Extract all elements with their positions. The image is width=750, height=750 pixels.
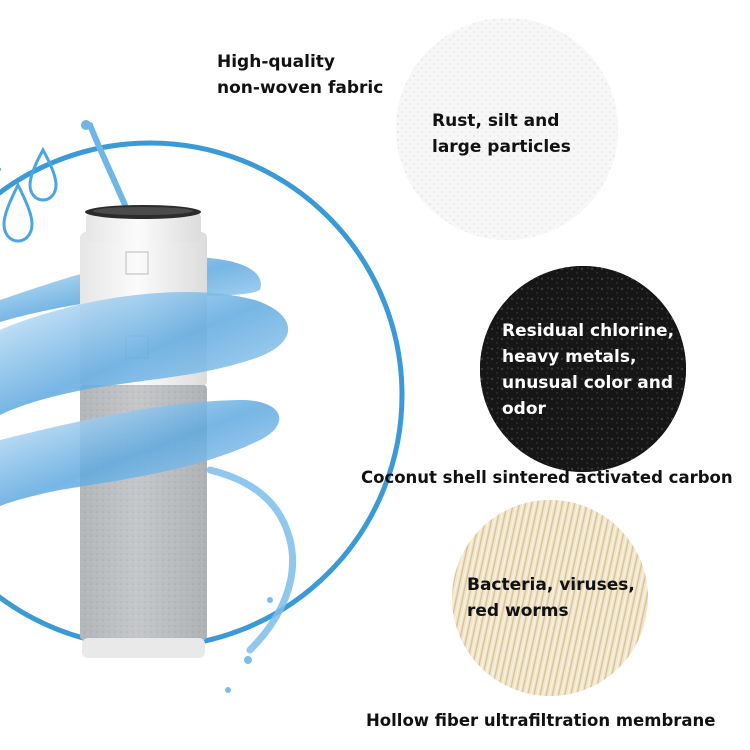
- water-drop-icon: [0, 146, 58, 243]
- carbon-texture-disc: [480, 266, 686, 472]
- layer-title-activated-carbon: Coconut shell sintered activated carbon: [361, 468, 733, 487]
- layer-filters-non-woven-fabric: Rust, silt and large particles: [432, 111, 571, 157]
- layer-title-non-woven-fabric: High-quality non-woven fabric: [217, 52, 384, 98]
- fabric-texture-disc: [396, 18, 618, 240]
- layer-filters-activated-carbon: Residual chlorine, heavy metals, unusual…: [502, 321, 675, 419]
- layer-filters-hollow-fiber: Bacteria, viruses, red worms: [467, 575, 635, 621]
- layer-title-hollow-fiber: Hollow fiber ultrafiltration membrane: [366, 711, 716, 730]
- water-splash-front: [0, 291, 297, 693]
- fiber-texture-disc: [452, 500, 648, 696]
